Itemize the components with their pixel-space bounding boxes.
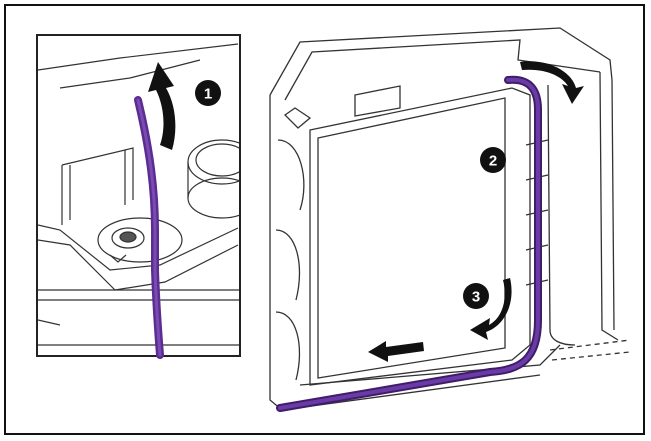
pull-up-arrow (148, 62, 176, 150)
main-panel (269, 27, 631, 411)
step-label-3: 3 (472, 289, 480, 306)
step-badge-2: 2 (480, 147, 506, 173)
route-down-arrow (470, 278, 512, 340)
step-label-1: 1 (204, 86, 212, 103)
step-label-2: 2 (489, 153, 497, 170)
route-left-arrow (368, 341, 424, 362)
inset-panel: 1 (36, 34, 241, 359)
route-over-arrow (520, 61, 584, 104)
step-badge-3: 3 (463, 283, 489, 309)
step-badge-1: 1 (195, 80, 221, 106)
